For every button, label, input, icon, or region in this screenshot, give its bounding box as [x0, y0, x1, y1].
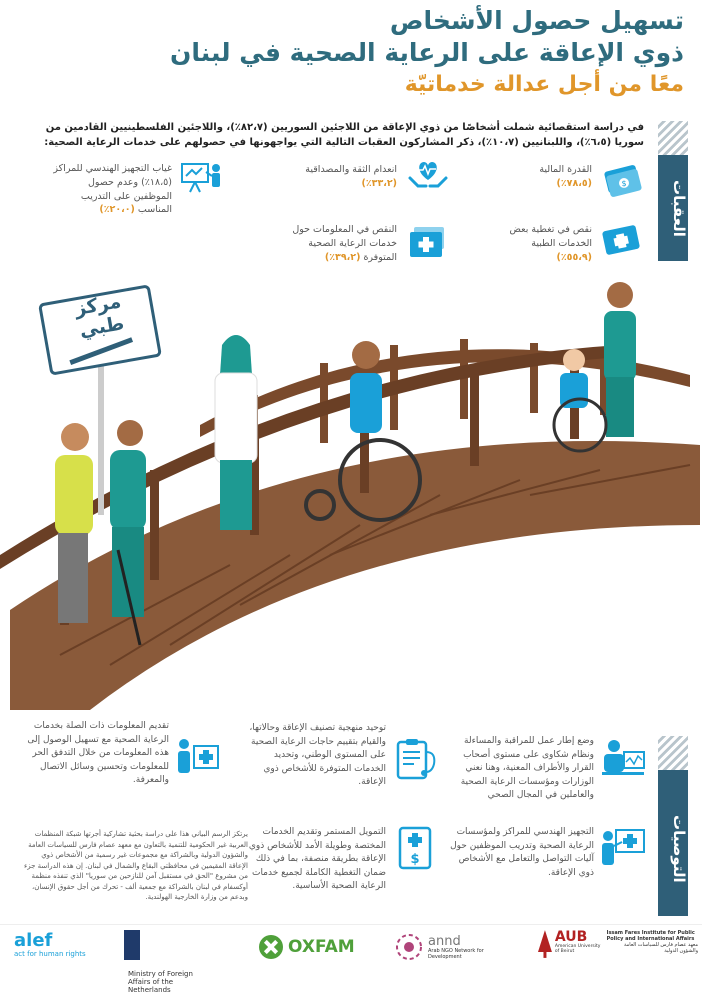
clipboard-stethoscope-icon: [396, 739, 436, 780]
caregiver-with-child: [552, 282, 636, 453]
oxfam-symbol-icon: [259, 935, 283, 959]
logo-oxfam: OXFAM: [258, 934, 358, 960]
obstacle-training: غياب التجهيز الهندسي للمراكز (١٨،٥٪) وعد…: [47, 162, 172, 217]
obstacles-sidebar: العقبات: [658, 121, 688, 261]
recommendations-label: التوصيات: [670, 814, 688, 883]
obstacle-trust-pct: (٣٣،٢٪): [361, 177, 398, 189]
annd-subtitle: Arab NGO Network for Development: [428, 947, 484, 960]
information-icon: [178, 739, 219, 773]
netherlands-emblem: [124, 930, 140, 960]
recommendation-accountability: وضع إطار عمل للمراقبة والمساءلة ونظام شك…: [460, 736, 594, 800]
medical-card-icon: [602, 225, 640, 255]
intro-text: في دراسة استقصائية شملت أشخاصًا من ذوي ا…: [44, 122, 644, 148]
aub-subtitle: American University of Beirut: [554, 944, 601, 954]
slogan: معًا من أجل عدالة خدماتيّة: [404, 72, 684, 97]
obstacle-training-pct: (٢٠،٠٪): [99, 204, 135, 216]
svg-text:$: $: [621, 179, 626, 188]
woman-helper: [110, 420, 146, 646]
obstacle-coverage-text: نقص في تغطية بعض الخدمات الطبية: [509, 224, 592, 249]
alef-tagline: act for human rights: [14, 950, 86, 958]
annd-flower-icon: [396, 934, 422, 960]
obstacle-information: النقص في المعلومات حول خدمات الرعاية الص…: [292, 223, 397, 264]
cedar-icon: [538, 930, 552, 958]
medical-files-icon: [410, 227, 444, 257]
invoice-icon: $: [398, 826, 432, 870]
bridge-illustration: [0, 282, 700, 710]
title-line-2: ذوي الإعاقة على الرعاية الصحية في لبنان: [170, 38, 684, 67]
title-line-1: تسهيل حصول الأشخاص: [389, 6, 684, 35]
logo-alef: alef act for human rights: [14, 930, 104, 959]
recommendation-accessibility: التجهيز الهندسي للمراكز ولمؤسسات الرعاية…: [450, 827, 594, 878]
obstacles-label: العقبات: [670, 180, 688, 237]
presentation-icon: [602, 829, 645, 865]
recommendations-sidebar: التوصيات: [658, 736, 688, 916]
obstacle-information-pct: (٣٩،٢٪): [324, 251, 361, 263]
recommendation-classification: توحيد منهجية تصنيف الإعاقة وحالاتها، وال…: [249, 723, 386, 787]
woman-wheelchair: [304, 341, 422, 522]
heart-hands-icon: [408, 162, 448, 188]
logo-aub: AUB American University of Beirut Issam …: [538, 930, 698, 958]
aub-institute: Issam Fares Institute for Public Policy …: [606, 930, 695, 942]
money-icon: $: [604, 165, 642, 197]
oxfam-name: OXFAM: [288, 937, 355, 957]
nurse: [214, 335, 258, 530]
obstacle-financial: القدرة المالية (٧٨،٥٪): [502, 163, 592, 191]
recommendation-funding: التمويل المستمر وتقديم الخدمات المختصة و…: [248, 827, 386, 891]
obstacle-coverage: نقص في تغطية بعض الخدمات الطبية (٥٥،٩٪): [497, 223, 592, 264]
bridge-deck: [10, 441, 700, 710]
sign-board: [38, 285, 162, 375]
logo-annd: annd Arab NGO Network for Development: [394, 932, 514, 962]
man-with-cane: [55, 423, 93, 623]
obstacle-trust-text: انعدام الثقة والمصداقية: [305, 164, 397, 175]
training-icon: [181, 163, 220, 193]
obstacle-financial-text: القدرة المالية: [539, 164, 592, 175]
obstacle-information-text: النقص في المعلومات حول خدمات الرعاية الص…: [292, 224, 397, 263]
footer-divider: [0, 924, 702, 925]
obstacle-trust: انعدام الثقة والمصداقية (٣٣،٢٪): [302, 163, 397, 191]
obstacle-financial-pct: (٧٨،٥٪): [556, 177, 593, 189]
study-note: يرتكز الرسم البياني هذا على دراسة بحثية …: [23, 830, 248, 901]
alef-name: alef: [14, 930, 53, 951]
sign-pole: [98, 345, 104, 515]
obstacle-training-text: غياب التجهيز الهندسي للمراكز (١٨،٥٪) وعد…: [53, 163, 172, 216]
aub-institute-ar: معهد عصام فارس للسياسات العامة والشؤون ا…: [623, 942, 698, 954]
doctor-computer-icon: [602, 740, 645, 775]
aub-name: AUB: [554, 929, 588, 945]
obstacle-coverage-pct: (٥٥،٩٪): [556, 251, 593, 263]
logo-netherlands: Ministry of Foreign Affairs of the Nethe…: [124, 930, 234, 994]
annd-name: annd: [428, 933, 461, 949]
netherlands-text: Ministry of Foreign Affairs of the Nethe…: [128, 970, 193, 994]
recommendation-information: تقديم المعلومات ذات الصلة بخدمات الرعاية…: [27, 721, 169, 785]
svg-text:$: $: [410, 852, 419, 867]
